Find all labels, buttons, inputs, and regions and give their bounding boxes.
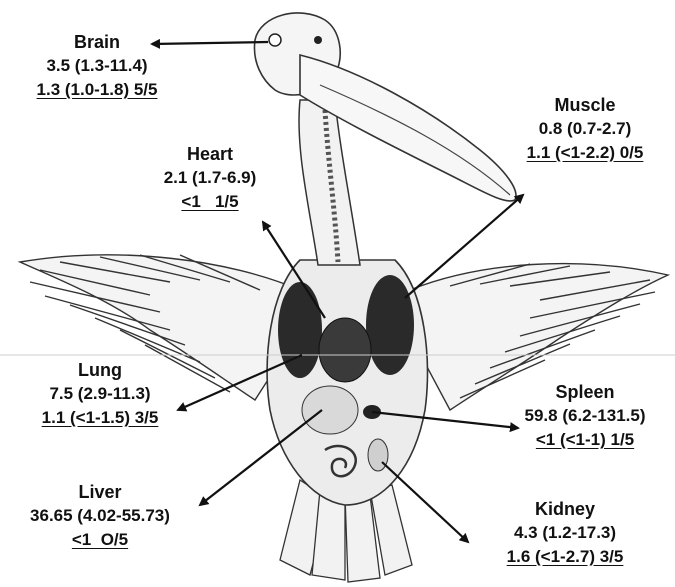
lung-right-shape xyxy=(366,275,414,375)
liver-value-line2: <1 O/5 xyxy=(72,530,128,549)
brain-value-line2: 1.3 (1.0-1.8) 5/5 xyxy=(37,80,158,99)
kidney-label: Kidney 4.3 (1.2-17.3) 1.6 (<1-2.7) 3/5 xyxy=(480,497,650,569)
liver-label: Liver 36.65 (4.02-55.73) <1 O/5 xyxy=(5,480,195,552)
muscle-value-line1: 0.8 (0.7-2.7) xyxy=(500,117,670,141)
eye-right xyxy=(314,36,322,44)
spleen-name: Spleen xyxy=(500,380,670,404)
muscle-name: Muscle xyxy=(500,93,670,117)
brain-label: Brain 3.5 (1.3-11.4) 1.3 (1.0-1.8) 5/5 xyxy=(12,30,182,102)
liver-value-line1: 36.65 (4.02-55.73) xyxy=(5,504,195,528)
kidney-name: Kidney xyxy=(480,497,650,521)
lung-label: Lung 7.5 (2.9-11.3) 1.1 (<1-1.5) 3/5 xyxy=(15,358,185,430)
spleen-value-line1: 59.8 (6.2-131.5) xyxy=(500,404,670,428)
kidney-value-line2: 1.6 (<1-2.7) 3/5 xyxy=(507,547,624,566)
kidney-value-line1: 4.3 (1.2-17.3) xyxy=(480,521,650,545)
lung-name: Lung xyxy=(15,358,185,382)
heart-name: Heart xyxy=(125,142,295,166)
muscle-value-line2: 1.1 (<1-2.2) 0/5 xyxy=(527,143,644,162)
heart-shape xyxy=(319,318,371,382)
liver-name: Liver xyxy=(5,480,195,504)
brain-name: Brain xyxy=(12,30,182,54)
lung-value-line1: 7.5 (2.9-11.3) xyxy=(15,382,185,406)
heart-value-line2: <1 1/5 xyxy=(181,192,238,211)
eye-left xyxy=(269,34,281,46)
spleen-label: Spleen 59.8 (6.2-131.5) <1 (<1-1) 1/5 xyxy=(500,380,670,452)
spleen-value-line2: <1 (<1-1) 1/5 xyxy=(536,430,634,449)
heart-label: Heart 2.1 (1.7-6.9) <1 1/5 xyxy=(125,142,295,214)
liver-shape xyxy=(302,386,358,434)
muscle-label: Muscle 0.8 (0.7-2.7) 1.1 (<1-2.2) 0/5 xyxy=(500,93,670,165)
heart-value-line1: 2.1 (1.7-6.9) xyxy=(125,166,295,190)
lung-value-line2: 1.1 (<1-1.5) 3/5 xyxy=(42,408,159,427)
brain-value-line1: 3.5 (1.3-11.4) xyxy=(12,54,182,78)
